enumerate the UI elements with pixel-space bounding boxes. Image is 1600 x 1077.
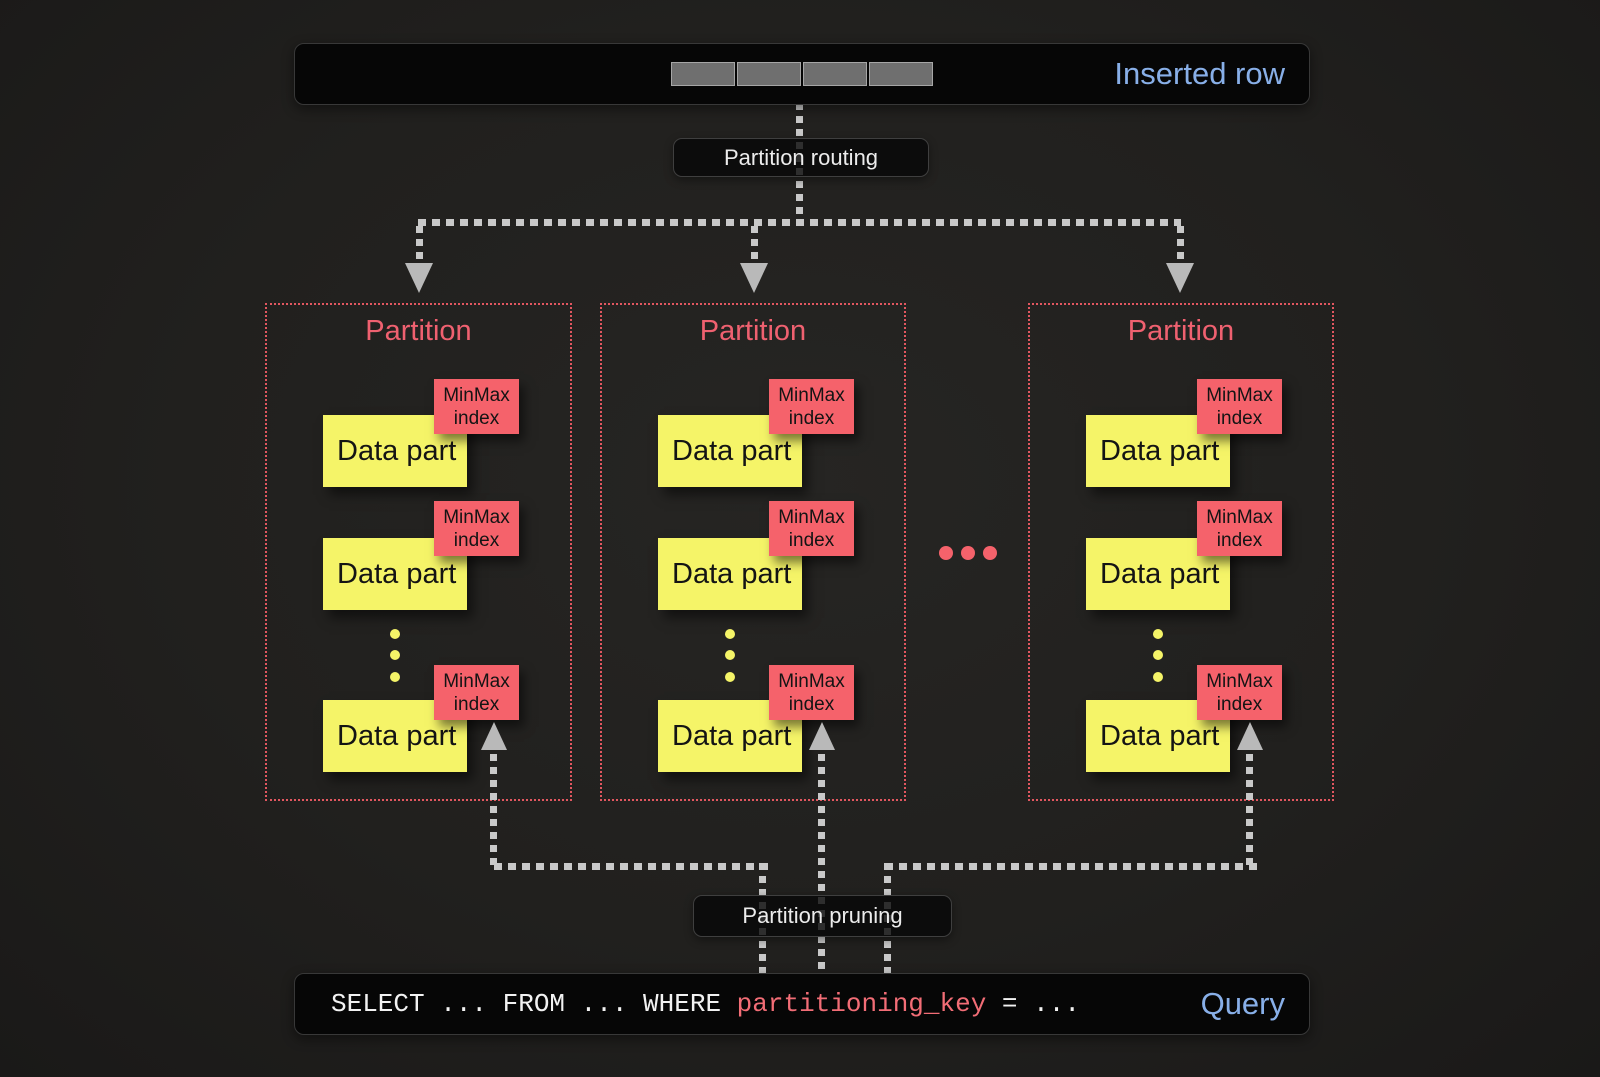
arrow-down-icon — [740, 263, 768, 293]
partition-pruning-label: Partition pruning — [693, 895, 952, 937]
partition-box-3: Partition MinMax index Data part MinMax … — [1028, 303, 1334, 801]
more-parts-dot — [725, 629, 735, 639]
pruning-line-up-2 — [818, 754, 825, 975]
routing-drop-line-2 — [751, 226, 758, 264]
sql-prefix: SELECT ... FROM ... WHERE — [331, 989, 737, 1019]
inserted-row-bar: Inserted row — [294, 43, 1310, 105]
more-parts-dot — [1153, 650, 1163, 660]
arrow-up-icon — [809, 722, 835, 750]
row-segments — [671, 62, 933, 86]
minmax-index-badge: MinMax index — [434, 379, 519, 434]
minmax-index-badge: MinMax index — [769, 665, 854, 720]
routing-drop-line-1 — [416, 226, 423, 264]
more-parts-dot — [725, 650, 735, 660]
more-parts-dot — [1153, 672, 1163, 682]
partition-title: Partition — [1127, 315, 1235, 347]
pruning-line-up-1 — [490, 754, 497, 870]
arrow-down-icon — [405, 263, 433, 293]
routing-line-horizontal — [418, 219, 1181, 226]
arrow-up-icon — [481, 722, 507, 750]
minmax-index-badge: MinMax index — [1197, 665, 1282, 720]
minmax-index-badge: MinMax index — [434, 501, 519, 556]
more-parts-dot — [390, 650, 400, 660]
query-label: Query — [1200, 986, 1285, 1021]
minmax-index-badge: MinMax index — [769, 379, 854, 434]
pruning-line-horizontal-right — [885, 863, 1257, 870]
more-parts-dot — [725, 672, 735, 682]
partition-title: Partition — [365, 315, 472, 347]
pruning-line-up-3 — [1246, 754, 1253, 870]
row-segment-cell — [803, 62, 867, 86]
minmax-index-badge: MinMax index — [1197, 501, 1282, 556]
sql-suffix: = ... — [986, 989, 1080, 1019]
partitions-ellipsis-dot — [939, 546, 953, 560]
partition-title: Partition — [699, 315, 807, 347]
row-segment-cell — [869, 62, 933, 86]
data-part-box: Data part — [323, 700, 467, 772]
pruning-line-horizontal-left — [494, 863, 770, 870]
arrow-down-icon — [1166, 263, 1194, 293]
sql-statement: SELECT ... FROM ... WHERE partitioning_k… — [295, 989, 1080, 1019]
row-segment-cell — [737, 62, 801, 86]
routing-drop-line-3 — [1177, 226, 1184, 264]
more-parts-dot — [390, 672, 400, 682]
inserted-row-label: Inserted row — [1114, 56, 1285, 91]
partition-box-2: Partition MinMax index Data part MinMax … — [600, 303, 906, 801]
minmax-index-badge: MinMax index — [1197, 379, 1282, 434]
partitions-ellipsis-dot — [961, 546, 975, 560]
partition-box-1: Partition MinMax index Data part MinMax … — [265, 303, 572, 801]
arrow-up-icon — [1237, 722, 1263, 750]
partition-routing-label: Partition routing — [673, 138, 929, 177]
minmax-index-badge: MinMax index — [769, 501, 854, 556]
query-bar: SELECT ... FROM ... WHERE partitioning_k… — [294, 973, 1310, 1035]
sql-partitioning-key: partitioning_key — [736, 989, 987, 1019]
minmax-index-badge: MinMax index — [434, 665, 519, 720]
more-parts-dot — [1153, 629, 1163, 639]
more-parts-dot — [390, 629, 400, 639]
partitions-ellipsis-dot — [983, 546, 997, 560]
row-segment-cell — [671, 62, 735, 86]
